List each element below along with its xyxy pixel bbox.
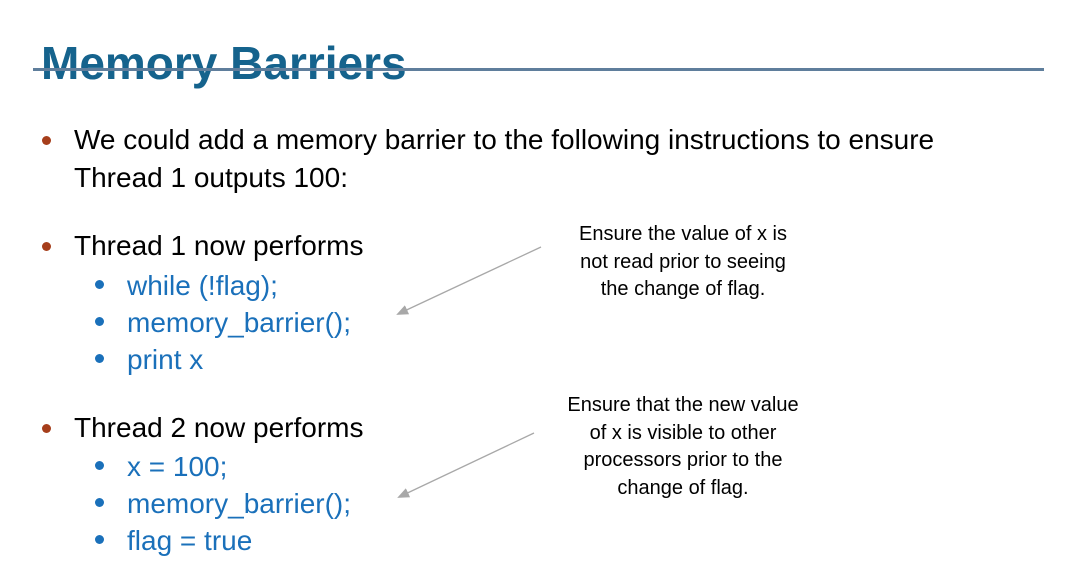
code-item: x = 100; bbox=[95, 448, 351, 485]
annotation-line: processors prior to the bbox=[583, 449, 783, 471]
thread2-code-list: x = 100; memory_barrier(); flag = true bbox=[95, 448, 351, 559]
annotation-arrow-thread1 bbox=[396, 246, 542, 315]
code-item: memory_barrier(); bbox=[95, 304, 351, 341]
thread2-code-3: flag = true bbox=[127, 525, 253, 556]
sub-bullet-icon bbox=[95, 535, 104, 544]
slide-title: Memory Barriers bbox=[41, 36, 407, 89]
code-item: flag = true bbox=[95, 522, 351, 559]
thread1-code-2: memory_barrier(); bbox=[127, 307, 352, 338]
code-item: while (!flag); bbox=[95, 267, 351, 304]
thread1-code-1: while (!flag); bbox=[127, 270, 278, 301]
annotation-line: change of flag. bbox=[617, 476, 749, 499]
thread2-code-1: x = 100; bbox=[127, 451, 228, 482]
bullet-icon bbox=[42, 136, 51, 145]
thread1-code-3: print x bbox=[127, 344, 204, 375]
sub-bullet-icon bbox=[95, 317, 104, 326]
intro-line-1: We could add a memory barrier to the fol… bbox=[74, 124, 935, 155]
thread1-code-list: while (!flag); memory_barrier(); print x bbox=[95, 267, 351, 378]
thread1-heading-row: Thread 1 now performs bbox=[42, 227, 363, 265]
thread2-heading: Thread 2 now performs bbox=[74, 412, 364, 443]
thread1-heading: Thread 1 now performs bbox=[74, 230, 364, 261]
sub-bullet-icon bbox=[95, 461, 104, 470]
sub-bullet-icon bbox=[95, 498, 104, 507]
annotation-line: Ensure the value of x is bbox=[579, 223, 787, 245]
annotation-arrow-thread2 bbox=[397, 432, 535, 498]
sub-bullet-icon bbox=[95, 280, 104, 289]
annotation-line: not read prior to seeing bbox=[580, 250, 786, 273]
annotation-line: the change of flag. bbox=[600, 278, 766, 300]
annotation-line: of x is visible to other bbox=[589, 421, 777, 444]
title-divider bbox=[33, 68, 1044, 71]
bullet-icon bbox=[42, 242, 51, 251]
bullet-icon bbox=[42, 424, 51, 433]
code-item: print x bbox=[95, 341, 351, 378]
thread2-heading-row: Thread 2 now performs bbox=[42, 409, 363, 447]
sub-bullet-icon bbox=[95, 354, 104, 363]
intro-text: We could add a memory barrier to the fol… bbox=[74, 121, 934, 197]
annotation-line: Ensure that the new value bbox=[567, 394, 799, 416]
annotation-thread1: Ensure the value of x is not read prior … bbox=[551, 221, 815, 304]
code-item: memory_barrier(); bbox=[95, 485, 351, 522]
intro-line-2: Thread 1 outputs 100: bbox=[74, 162, 348, 193]
thread2-code-2: memory_barrier(); bbox=[127, 488, 352, 519]
annotation-thread2: Ensure that the new value of x is visibl… bbox=[549, 392, 817, 502]
intro-bullet: We could add a memory barrier to the fol… bbox=[42, 121, 1044, 197]
